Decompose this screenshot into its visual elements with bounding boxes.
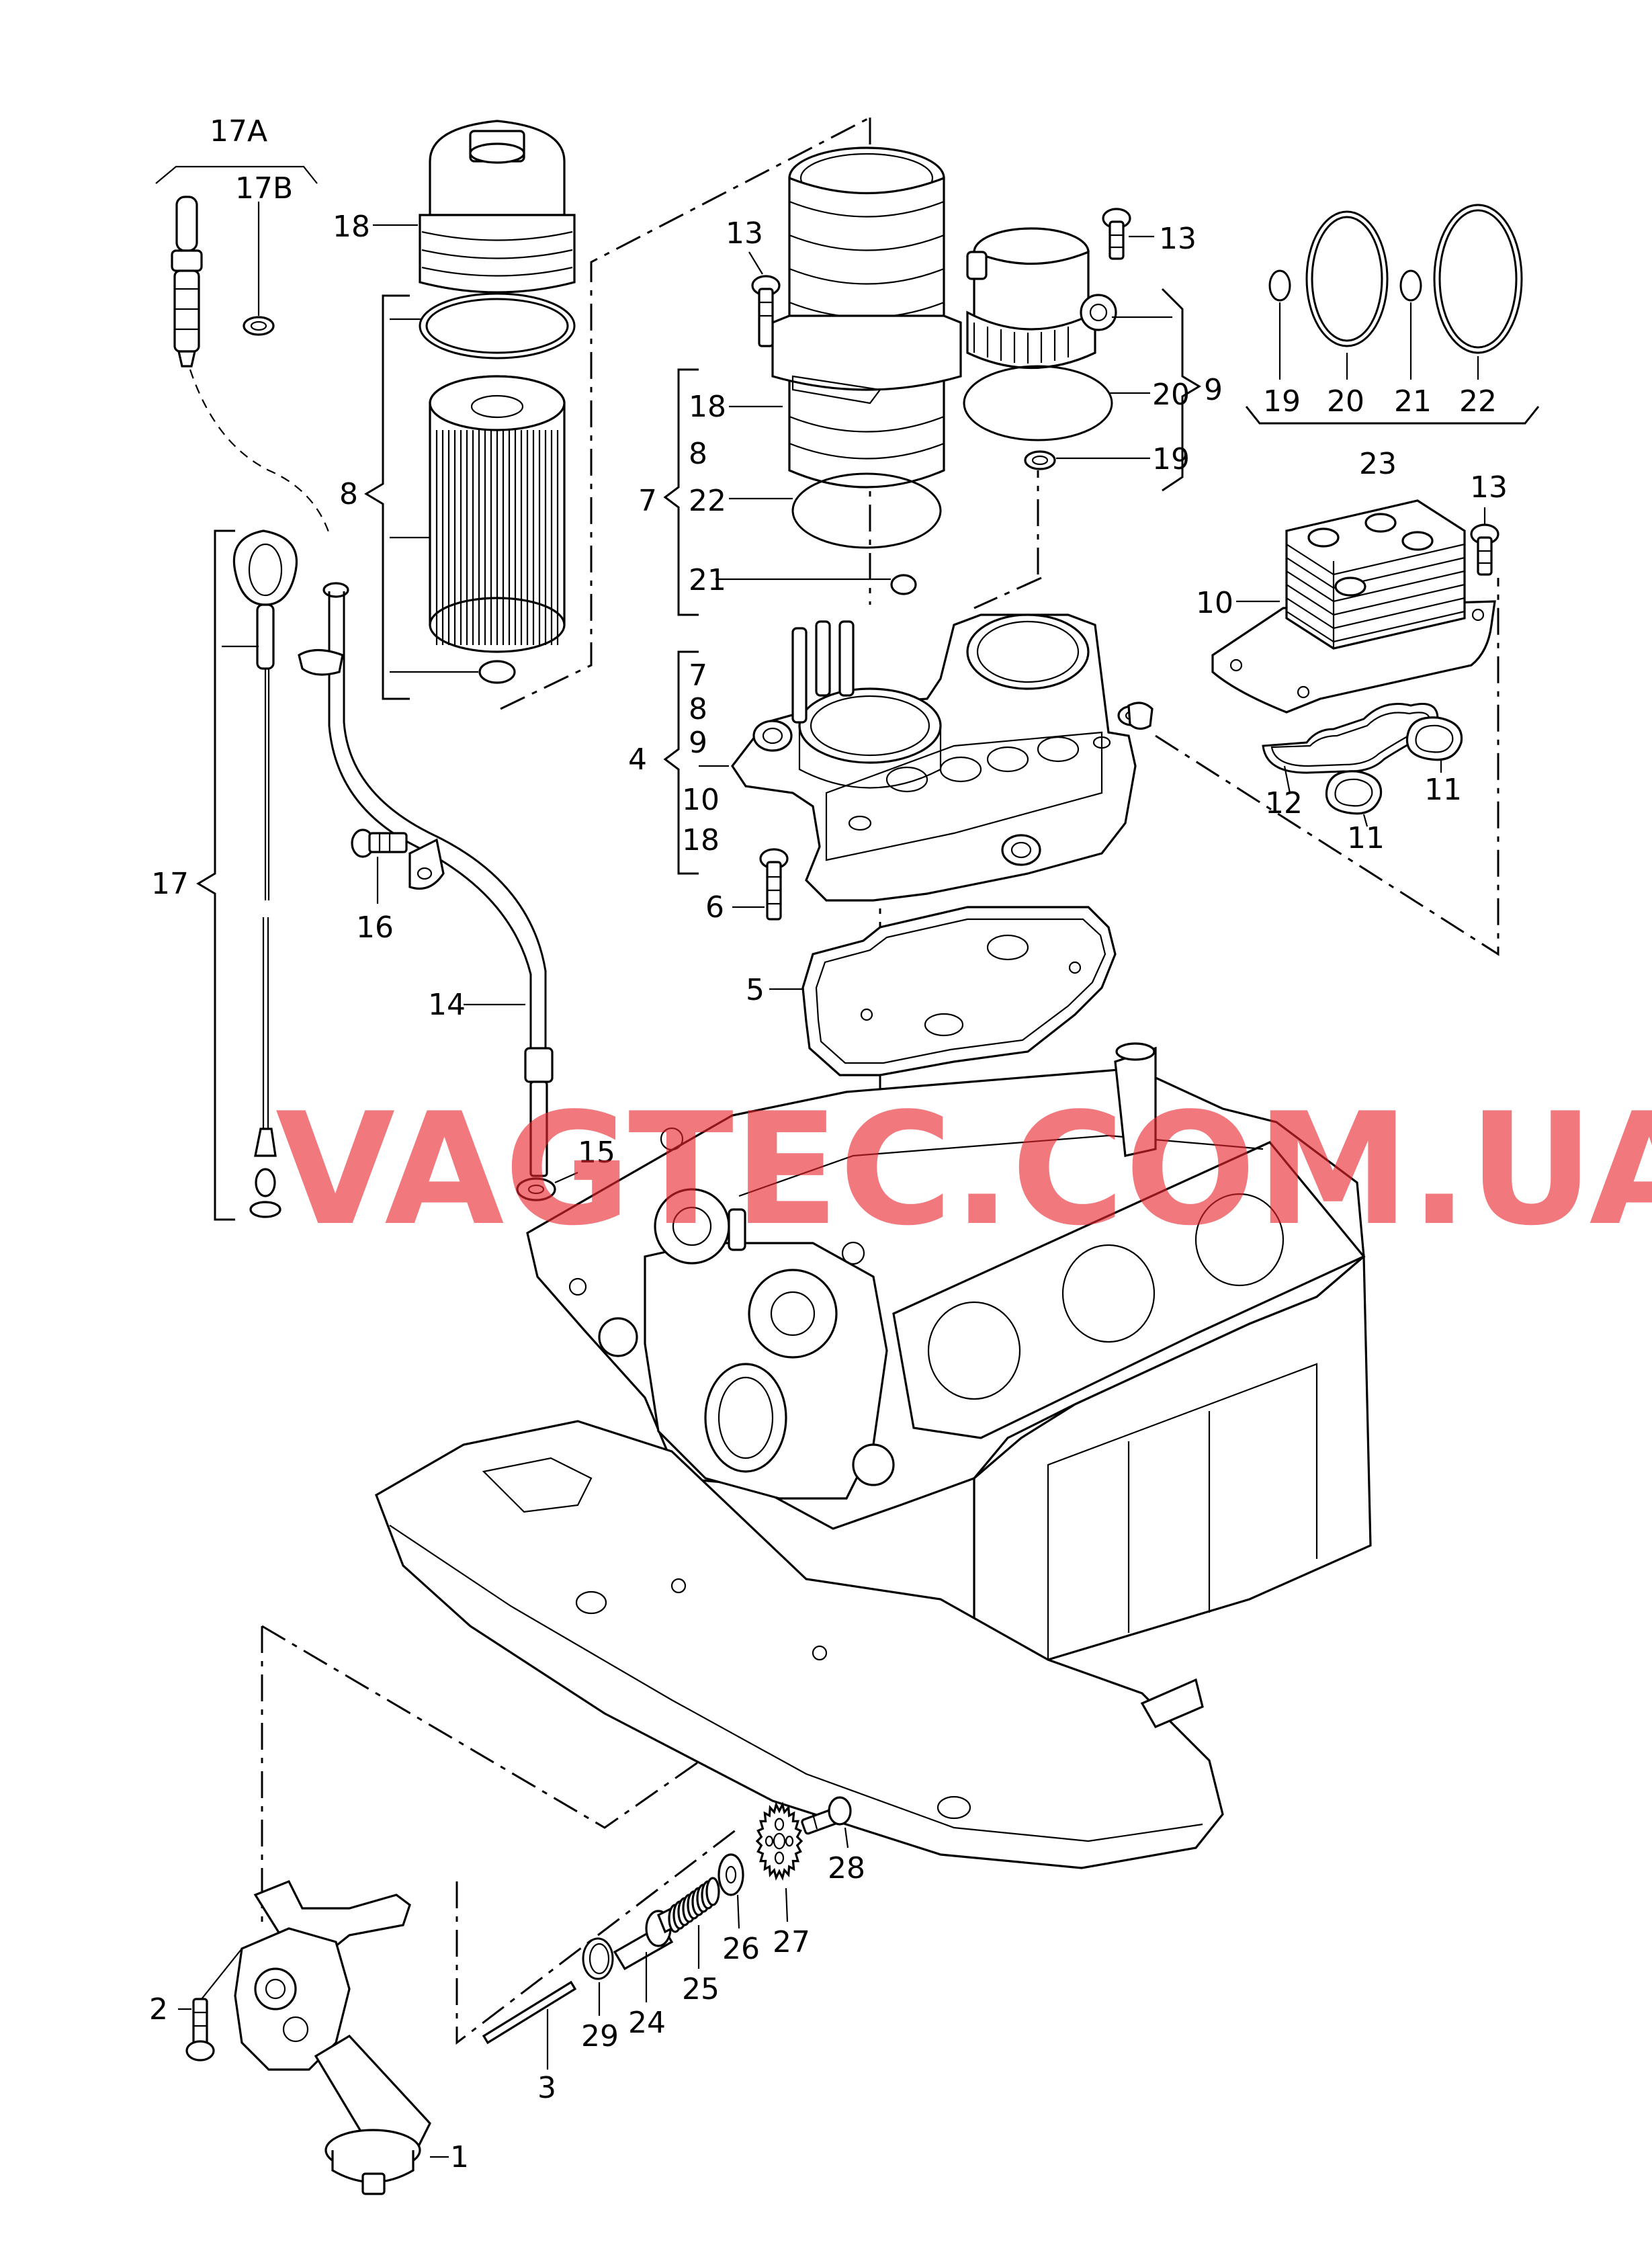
label-10-bracket: 10 — [682, 783, 720, 817]
plug-fitting — [1127, 702, 1154, 730]
label-8-filter: 8 — [339, 477, 358, 511]
bracket-8 — [364, 294, 410, 700]
label-20-housing9: 20 — [1152, 378, 1190, 412]
label-10: 10 — [1196, 586, 1233, 620]
seal-ring-15 — [516, 1177, 556, 1201]
label-16: 16 — [356, 910, 394, 945]
bolt-28 — [801, 1796, 852, 1835]
label-26: 26 — [722, 1932, 760, 1966]
dipstick-tube-top-17a — [155, 165, 318, 368]
label-28: 28 — [828, 1851, 865, 1885]
label-7-bracket: 7 — [689, 659, 707, 693]
label-22-housing: 22 — [689, 484, 726, 518]
label-11-right: 11 — [1424, 773, 1462, 807]
label-27: 27 — [773, 1925, 810, 1959]
filter-housing-9 — [963, 227, 1117, 470]
label-13-right: 13 — [1470, 470, 1508, 505]
label-21-set: 21 — [1394, 384, 1432, 419]
callout-labels: 17A 17B 18 8 17 16 14 15 13 13 13 18 8 7… — [149, 114, 1508, 2174]
label-23: 23 — [1359, 447, 1397, 481]
watermark: VAGTEC.COM.UA — [275, 1080, 1652, 1260]
bolt-2 — [185, 1998, 215, 2062]
bolt-16 — [351, 829, 408, 858]
label-1: 1 — [450, 2140, 469, 2174]
spring-25 — [668, 1877, 720, 1933]
oil-pump-1 — [234, 1879, 431, 2195]
label-11-lower: 11 — [1347, 821, 1385, 855]
label-19-set: 19 — [1263, 384, 1301, 419]
label-25: 25 — [682, 1972, 720, 2006]
dipstick-17 — [232, 529, 298, 1218]
label-7-housing: 7 — [638, 484, 657, 518]
label-14: 14 — [428, 988, 466, 1022]
bolt-13-middle — [1102, 208, 1131, 260]
label-18-cap: 18 — [333, 210, 370, 244]
label-2: 2 — [149, 1992, 168, 2027]
label-13-left: 13 — [726, 216, 763, 251]
label-20-set: 20 — [1327, 384, 1364, 419]
label-8-bracket: 8 — [689, 692, 707, 726]
label-24: 24 — [628, 2006, 666, 2040]
filter-cap-o-ring-inner — [425, 298, 569, 354]
label-4: 4 — [628, 742, 647, 777]
label-5: 5 — [746, 973, 765, 1007]
label-9-bracket: 9 — [689, 726, 707, 760]
bracket-17 — [196, 529, 235, 1221]
bolt-13-right — [1470, 523, 1499, 576]
seal-ring-29 — [582, 1937, 614, 1980]
label-17A: 17A — [210, 114, 267, 148]
label-9: 9 — [1204, 373, 1223, 407]
washer-26 — [718, 1853, 744, 1896]
engine-block — [375, 1042, 1372, 1869]
bracket-4 — [663, 650, 699, 875]
oil-filter-cap-18 — [373, 120, 576, 294]
guide-line-pump — [261, 1625, 740, 1829]
sprocket-27 — [755, 1801, 803, 1881]
label-18-bracket: 18 — [682, 823, 720, 857]
bolt-6 — [759, 848, 789, 921]
dipstick-tube-14 — [298, 582, 554, 1177]
drive-shaft-3 — [482, 1980, 577, 2045]
gasket-5 — [801, 906, 1117, 1076]
label-12: 12 — [1265, 786, 1303, 820]
label-18-housing: 18 — [689, 390, 726, 424]
bracket-7 — [663, 368, 699, 616]
filter-seal-ring — [478, 660, 516, 684]
filter-housing-7 — [771, 146, 962, 595]
filter-cap-o-ring — [419, 292, 576, 359]
label-19-housing9: 19 — [1152, 442, 1190, 476]
label-13-middle: 13 — [1159, 222, 1197, 256]
label-17: 17 — [151, 867, 189, 901]
label-29: 29 — [581, 2019, 619, 2053]
label-6: 6 — [705, 890, 724, 925]
guide-line-filter — [500, 116, 871, 710]
seal-set-23 — [1245, 204, 1540, 425]
bracket-9 — [1161, 288, 1201, 492]
oil-cooler-10 — [1211, 499, 1496, 714]
label-15: 15 — [578, 1136, 615, 1170]
bolt-13-left — [751, 275, 781, 347]
oil-filter-element — [429, 375, 566, 653]
filter-bracket-4 — [731, 613, 1147, 902]
label-3: 3 — [537, 2071, 556, 2105]
label-22-set: 22 — [1459, 384, 1497, 419]
label-21-housing: 21 — [689, 563, 726, 597]
label-8-housing: 8 — [689, 437, 707, 471]
label-17B: 17B — [235, 171, 293, 206]
